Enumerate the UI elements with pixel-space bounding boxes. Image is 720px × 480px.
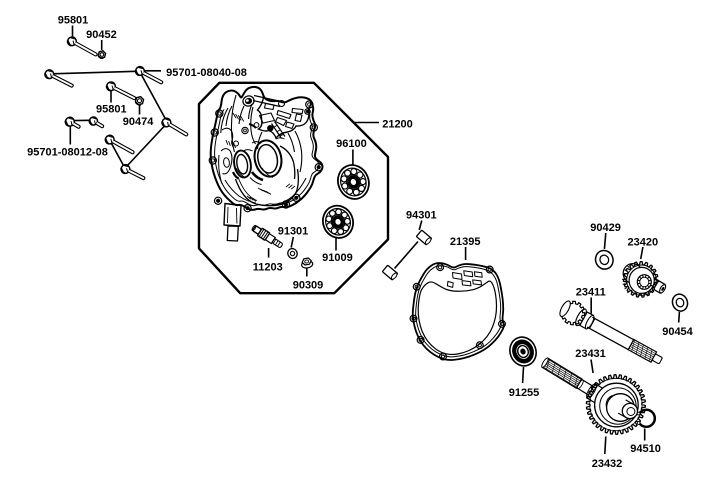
svg-text:95701-08012-08: 95701-08012-08 [27,147,108,159]
svg-text:91009: 91009 [322,252,353,264]
svg-text:96100: 96100 [336,138,367,150]
svg-text:90429: 90429 [590,222,621,234]
svg-text:90454: 90454 [662,326,693,338]
svg-text:21200: 21200 [382,119,413,131]
svg-text:94301: 94301 [406,210,437,222]
svg-text:90474: 90474 [123,116,154,128]
svg-text:90309: 90309 [293,279,324,291]
svg-text:23432: 23432 [592,458,623,470]
svg-text:23431: 23431 [575,348,606,360]
svg-text:21395: 21395 [450,236,481,248]
svg-text:91255: 91255 [509,387,540,399]
svg-text:23420: 23420 [628,236,659,248]
svg-text:23411: 23411 [576,287,606,299]
svg-text:95701-08040-08: 95701-08040-08 [166,67,247,79]
svg-text:94510: 94510 [630,443,661,455]
svg-text:95801: 95801 [58,15,89,27]
svg-text:95801: 95801 [96,104,127,116]
svg-text:91301: 91301 [278,226,309,238]
svg-text:90452: 90452 [86,29,117,41]
svg-text:11203: 11203 [253,262,283,274]
